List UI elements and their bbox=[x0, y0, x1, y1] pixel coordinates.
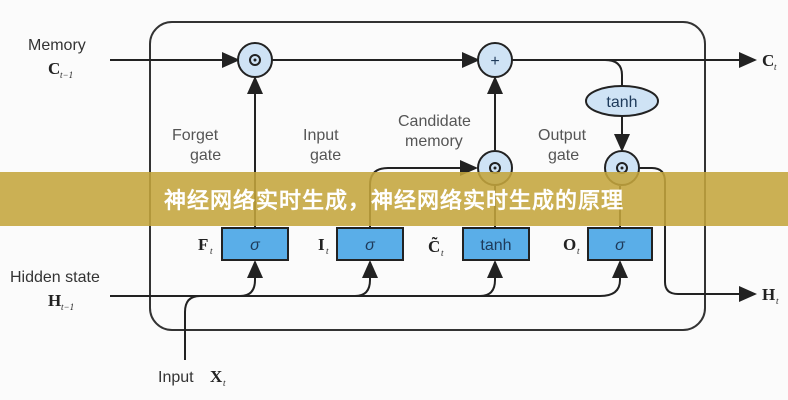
input-gate-box: σ bbox=[336, 227, 404, 261]
add-node: + bbox=[477, 42, 513, 78]
output-gate-var: O bbox=[563, 235, 576, 254]
candidate-memory-box: tanh bbox=[462, 227, 530, 261]
title-banner: 神经网络实时生成，神经网络实时生成的原理 bbox=[0, 172, 788, 226]
hidden-out-line bbox=[639, 167, 757, 302]
forget-gate-box: σ bbox=[221, 227, 289, 261]
svg-text:t: t bbox=[577, 246, 580, 256]
output-gate-label: Output bbox=[538, 127, 587, 144]
svg-text:tanh: tanh bbox=[480, 237, 511, 254]
memory-label: Memory bbox=[28, 37, 86, 54]
svg-text:t: t bbox=[210, 246, 213, 256]
hidden-in-line bbox=[110, 260, 628, 297]
svg-text:t: t bbox=[223, 378, 226, 388]
input-gate-label-line2: gate bbox=[310, 147, 341, 164]
output-gate-box: σ bbox=[587, 227, 653, 261]
input-line bbox=[184, 295, 201, 360]
input-gate-label: Input bbox=[303, 127, 339, 144]
input-gate-var: I bbox=[318, 235, 325, 254]
forget-multiply-node bbox=[237, 42, 273, 78]
svg-text:tanh: tanh bbox=[606, 94, 637, 111]
candidate-memory-label: Candidate bbox=[398, 113, 471, 130]
candidate-memory-var: C̃ bbox=[428, 236, 440, 256]
svg-text:X: X bbox=[210, 367, 223, 386]
svg-text:t−1: t−1 bbox=[61, 302, 74, 312]
svg-text:C: C bbox=[48, 59, 60, 78]
forget-gate-var: F bbox=[198, 235, 208, 254]
svg-text:σ: σ bbox=[615, 237, 626, 254]
candidate-memory-label-line2: memory bbox=[405, 133, 463, 150]
svg-text:σ: σ bbox=[250, 237, 261, 254]
tanh-branch bbox=[604, 59, 623, 86]
memory-output-label: C bbox=[762, 51, 774, 70]
svg-text:σ: σ bbox=[365, 237, 376, 254]
tanh-node: tanh bbox=[585, 85, 659, 117]
banner-title: 神经网络实时生成，神经网络实时生成的原理 bbox=[163, 189, 624, 214]
hidden-output-label: H bbox=[762, 285, 775, 304]
hidden-state-label: Hidden state bbox=[10, 269, 100, 286]
input-label: Input bbox=[158, 369, 194, 386]
forget-gate-label: Forget bbox=[172, 127, 219, 144]
svg-text:t: t bbox=[441, 248, 444, 258]
svg-text:t: t bbox=[776, 296, 779, 306]
svg-text:t: t bbox=[326, 246, 329, 256]
svg-text:+: + bbox=[490, 53, 499, 70]
svg-text:t−1: t−1 bbox=[60, 70, 73, 80]
forget-gate-label-line2: gate bbox=[190, 147, 221, 164]
svg-text:H: H bbox=[48, 291, 61, 310]
svg-text:t: t bbox=[774, 62, 777, 72]
output-gate-label-line2: gate bbox=[548, 147, 579, 164]
